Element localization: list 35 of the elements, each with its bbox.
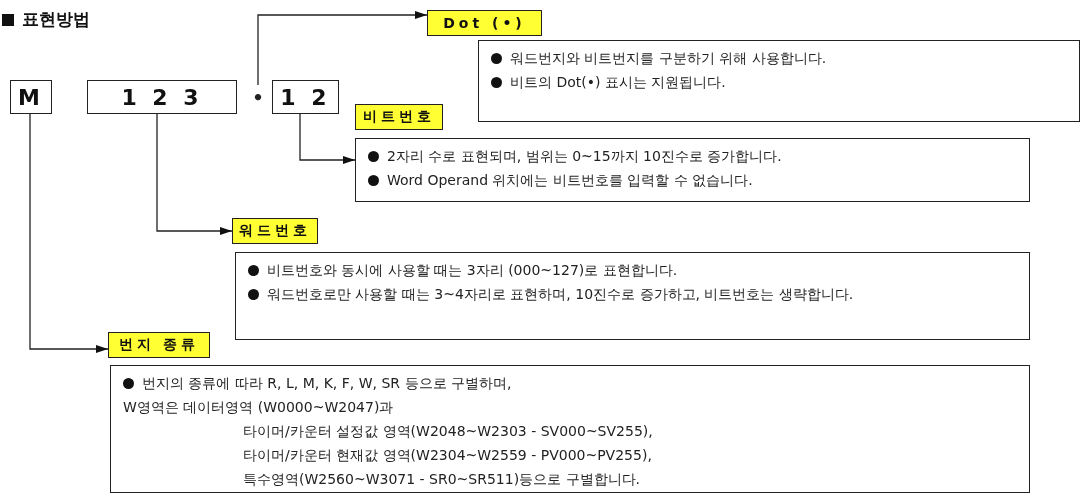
heading-text: 비트번호	[363, 108, 435, 126]
heading-text: 번지 종류	[118, 336, 200, 354]
code-text: 1 2	[280, 84, 331, 110]
description-text: 비트번호와 동시에 사용할 때는 3자리 (000~127)로 표현합니다.	[267, 261, 678, 280]
description-text: W영역은 데이터영역 (W0000~W2047)과	[123, 397, 394, 417]
separator-text: •	[252, 86, 264, 108]
arrow	[299, 113, 356, 164]
description-text: 비트의 Dot(•) 표시는 지원됩니다.	[510, 72, 726, 92]
highlighted-heading	[427, 10, 542, 36]
highlighted-heading	[108, 332, 210, 358]
description-text: 타이머/카운터 설정값 영역(W2048~W2303 - SV000~SV255),	[242, 421, 653, 441]
description-box	[235, 252, 1030, 340]
title: 표현방법	[22, 8, 90, 31]
word-number-box	[87, 80, 237, 114]
description-box	[355, 138, 1030, 202]
heading-text: Dot (•)	[443, 15, 526, 31]
heading-text: 워드번호	[239, 222, 311, 240]
description-text: 특수영역(W2560~W3071 - SR0~SR511)등으로 구별합니다.	[242, 469, 641, 489]
description-box	[110, 365, 1030, 493]
code-text: M	[18, 84, 44, 110]
description-text: 워드번호로만 사용할 때는 3~4자리로 표현하며, 10진수로 증가하고, 비트번호는 생략합니다.	[267, 284, 854, 304]
description-text: 2자리 수로 표현되며, 범위는 0~15까지 10진수로 증가합니다.	[387, 147, 782, 166]
description-text: Word Operand 위치에는 비트번호를 입력할 수 없습니다.	[387, 170, 753, 190]
description-text: 워드번지와 비트번지를 구분하기 위해 사용합니다.	[510, 49, 827, 68]
bit-number-box	[272, 80, 339, 114]
highlighted-heading	[232, 218, 318, 244]
description-text: 번지의 종류에 따라 R, L, M, K, F, W, SR 등으로 구별하며,	[142, 374, 512, 393]
highlighted-heading	[355, 104, 443, 130]
description-text: 타이머/카운터 현재값 영역(W2304~W2559 - PV000~PV255),	[242, 445, 652, 465]
code-text: 1 2 3	[121, 84, 203, 110]
arrow	[156, 113, 233, 235]
arrow	[257, 11, 428, 86]
arrow	[29, 113, 109, 353]
operand-letter-box	[10, 80, 52, 114]
description-box	[478, 40, 1080, 122]
